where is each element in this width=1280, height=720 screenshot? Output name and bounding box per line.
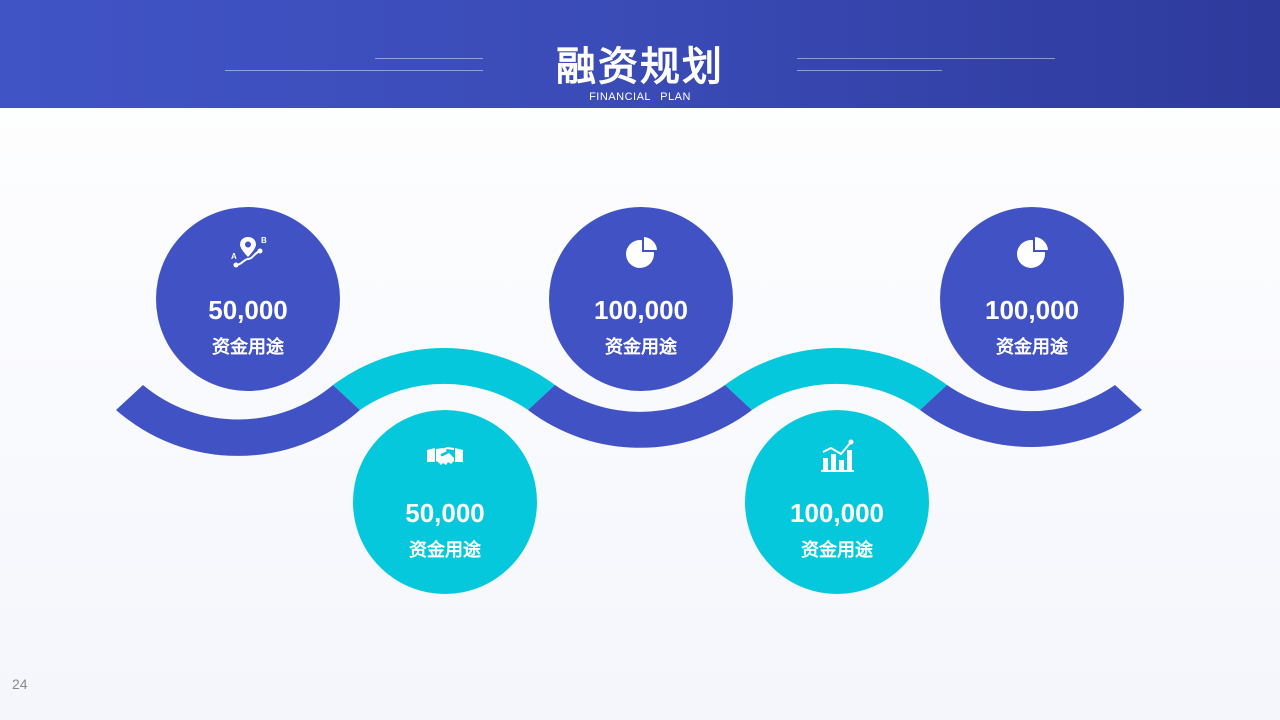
node-label: 资金用途: [409, 540, 481, 561]
header-line: [225, 70, 483, 71]
svg-text:A: A: [231, 252, 237, 261]
node-label: 资金用途: [996, 337, 1068, 358]
node-label: 资金用途: [801, 540, 873, 561]
header-line: [375, 58, 483, 59]
node-value: 50,000: [405, 498, 485, 528]
header-line: [797, 58, 1055, 59]
page-subtitle: FINANCIAL PLAN: [589, 91, 691, 103]
bar-chart-icon: [821, 439, 854, 472]
svg-text:B: B: [261, 236, 267, 245]
node-label: 资金用途: [605, 337, 677, 358]
arc-segment-4: [725, 348, 947, 410]
pie-chart-icon: [1017, 237, 1048, 268]
arc-segment-5: [920, 385, 1142, 447]
arc-segment-3: [528, 385, 752, 448]
arc-segment-1: [116, 385, 360, 456]
pie-chart-icon: [626, 237, 657, 268]
node-value: 100,000: [790, 498, 884, 528]
page-title: 融资规划: [556, 44, 724, 90]
handshake-icon: [427, 446, 463, 465]
header-banner: 融资规划 FINANCIAL PLAN: [0, 0, 1280, 108]
funding-node-1: A B 50,000 资金用途: [156, 207, 340, 391]
header-line: [797, 70, 942, 71]
node-value: 100,000: [985, 295, 1079, 325]
funding-node-5: 100,000 资金用途: [940, 207, 1124, 391]
node-label: 资金用途: [212, 337, 284, 358]
route-pin-icon: A B: [231, 236, 267, 268]
node-value: 50,000: [208, 295, 288, 325]
page-number: 24: [12, 676, 28, 692]
funding-node-4: 100,000 资金用途: [745, 410, 929, 594]
node-value: 100,000: [594, 295, 688, 325]
arc-segment-2: [333, 348, 555, 410]
funding-node-3: 100,000 资金用途: [549, 207, 733, 391]
funding-node-2: 50,000 资金用途: [353, 410, 537, 594]
